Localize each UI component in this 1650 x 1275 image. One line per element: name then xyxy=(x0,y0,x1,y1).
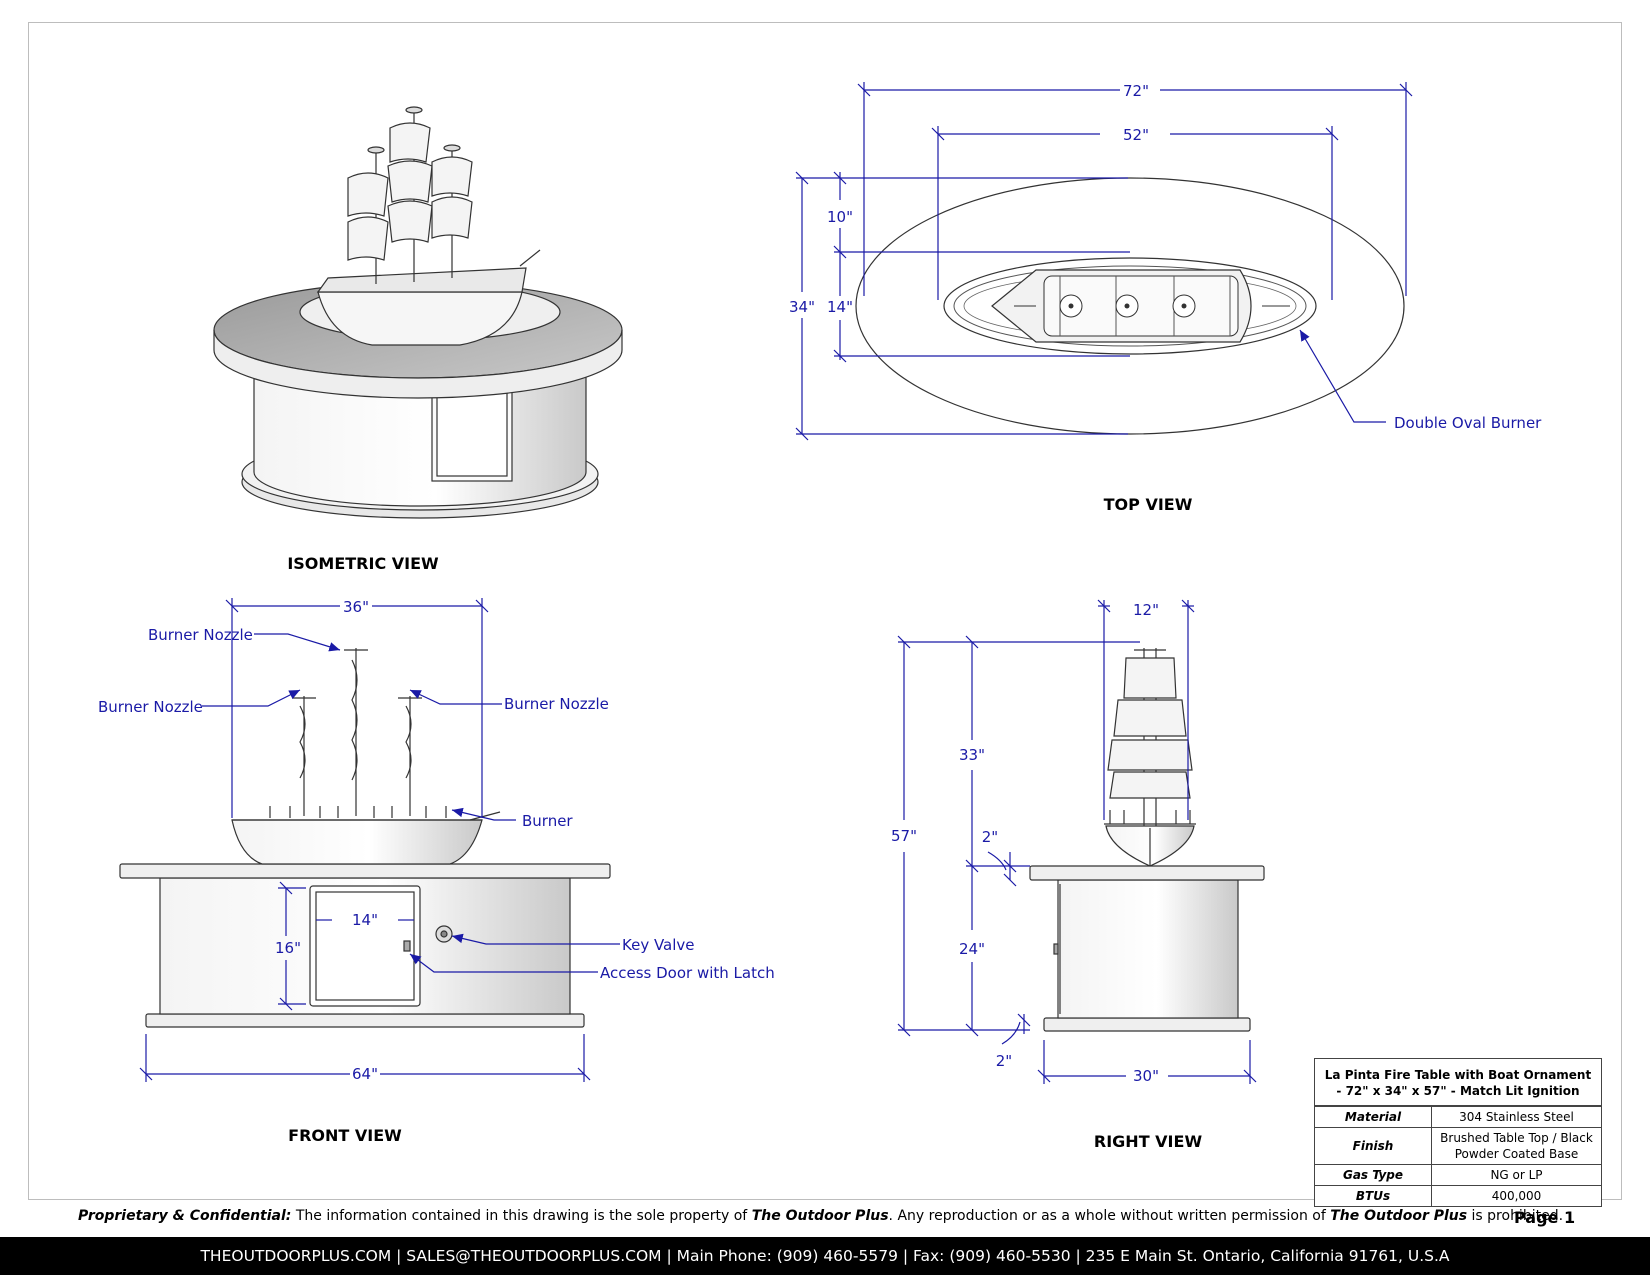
spec-value: Brushed Table Top / Black Powder Coated … xyxy=(1440,1131,1593,1161)
dim-burner-width: 14" xyxy=(827,298,853,316)
callout-nozzle-top: Burner Nozzle xyxy=(148,626,253,644)
spec-label: Gas Type xyxy=(1315,1165,1432,1185)
note-text: . Any reproduction or as a whole without… xyxy=(888,1208,1331,1224)
note-text: The information contained in this drawin… xyxy=(291,1208,752,1224)
drawing-sheet-border xyxy=(28,22,1622,1200)
title-block-row: Material 304 Stainless Steel xyxy=(1315,1106,1601,1127)
spec-label: Finish xyxy=(1315,1128,1432,1164)
callout-nozzle-left: Burner Nozzle xyxy=(98,698,203,716)
dim-base-length: 64" xyxy=(352,1065,378,1083)
note-text: is prohibited. xyxy=(1467,1208,1564,1224)
right-view-dimensions xyxy=(897,599,1257,1084)
front-view-drawing xyxy=(119,648,611,1028)
spec-value: 400,000 xyxy=(1491,1189,1542,1203)
dim-table-height: 24" xyxy=(959,940,985,958)
dim-burner-length: 52" xyxy=(1123,126,1149,144)
title-block: La Pinta Fire Table with Boat Ornament -… xyxy=(1314,1058,1602,1207)
callout-double-oval-burner: Double Oval Burner xyxy=(1394,414,1542,432)
spec-value: 304 Stainless Steel xyxy=(1459,1110,1574,1124)
top-view-drawing xyxy=(855,177,1405,435)
right-view-drawing xyxy=(1029,648,1265,1032)
dim-base-width: 30" xyxy=(1133,1067,1159,1085)
dim-overall-height: 57" xyxy=(891,827,917,845)
right-view-title: RIGHT VIEW xyxy=(1094,1132,1203,1151)
company-name: The Outdoor Plus xyxy=(751,1208,889,1224)
confidentiality-note: Proprietary & Confidential: The informat… xyxy=(78,1208,1563,1224)
top-view-dimensions xyxy=(795,82,1413,441)
title-block-heading: La Pinta Fire Table with Boat Ornament -… xyxy=(1315,1059,1601,1106)
dim-overall-width: 34" xyxy=(789,298,815,316)
callout-nozzle-right: Burner Nozzle xyxy=(504,695,609,713)
confidential-label: Proprietary & Confidential: xyxy=(78,1208,292,1224)
dim-overall-length: 72" xyxy=(1123,82,1149,100)
dim-door-height: 16" xyxy=(275,939,301,957)
title-block-row: Gas Type NG or LP xyxy=(1315,1164,1601,1185)
callout-burner: Burner xyxy=(522,812,573,830)
page-number: Page 1 xyxy=(1514,1208,1576,1227)
isometric-view-drawing xyxy=(213,106,623,519)
spec-label: Material xyxy=(1315,1107,1432,1127)
callout-access-door: Access Door with Latch xyxy=(600,964,775,982)
callout-key-valve: Key Valve xyxy=(622,936,695,954)
dim-top-thickness: 2" xyxy=(982,828,998,846)
dim-ship-height: 33" xyxy=(959,746,985,764)
front-view-dimensions xyxy=(139,598,620,1082)
title-block-row: BTUs 400,000 xyxy=(1315,1185,1601,1206)
top-view-title: TOP VIEW xyxy=(1104,495,1193,514)
isometric-view-title: ISOMETRIC VIEW xyxy=(287,554,439,573)
front-view-title: FRONT VIEW xyxy=(288,1126,402,1145)
spec-value: NG or LP xyxy=(1490,1168,1543,1182)
company-name: The Outdoor Plus xyxy=(1330,1208,1468,1224)
dim-door-width: 14" xyxy=(352,911,378,929)
dim-burner-span: 36" xyxy=(343,598,369,616)
dim-base-thickness: 2" xyxy=(996,1052,1012,1070)
dim-ship-width: 12" xyxy=(1133,601,1159,619)
spec-label: BTUs xyxy=(1315,1186,1432,1206)
contact-footer-bar: THEOUTDOORPLUS.COM | SALES@THEOUTDOORPLU… xyxy=(0,1237,1650,1275)
dim-offset: 10" xyxy=(827,208,853,226)
title-block-row: Finish Brushed Table Top / Black Powder … xyxy=(1315,1127,1601,1164)
